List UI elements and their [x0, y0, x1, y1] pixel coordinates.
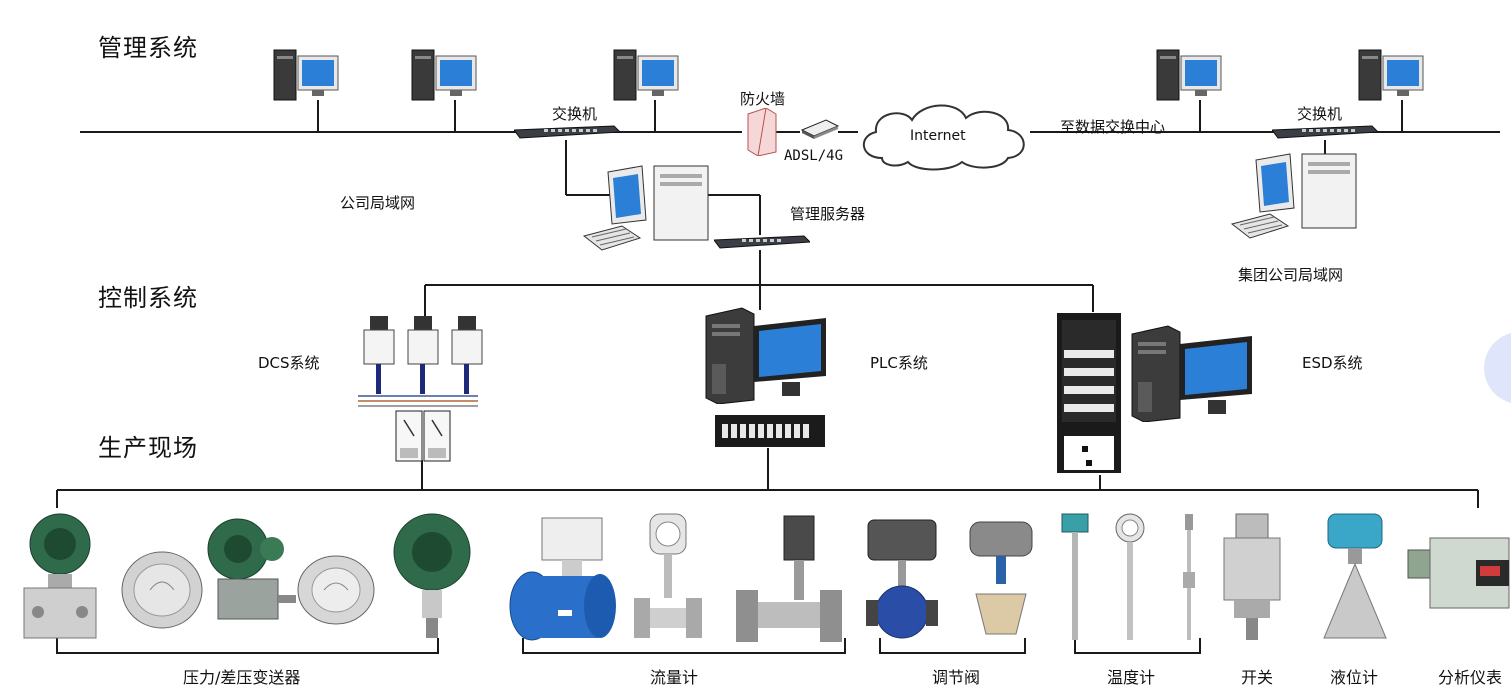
switch-right-label: 交换机	[1297, 105, 1343, 123]
office-pc-icon	[410, 48, 480, 104]
category-flow-label: 流量计	[650, 668, 699, 687]
plc-io-rack-icon	[714, 414, 826, 448]
office-pc-icon	[1357, 48, 1427, 104]
switch-left-label: 交换机	[552, 105, 598, 123]
adsl-label: ADSL/4G	[784, 148, 844, 164]
esd-workstation-icon	[1128, 322, 1258, 422]
category-temperature-label: 温度计	[1107, 668, 1156, 687]
section-title-management: 管理系统	[98, 34, 198, 62]
electromagnetic-flowmeter-icon	[508, 514, 618, 642]
thermocouple-icon	[1178, 512, 1200, 642]
diaphragm-seal-icon	[296, 552, 376, 626]
dcs-io-module-icon	[395, 410, 451, 462]
vortex-flowmeter-icon	[734, 514, 846, 644]
vortex-flowmeter-icon	[630, 512, 706, 640]
network-switch-icon	[514, 124, 620, 142]
server-switch-icon	[714, 234, 810, 252]
pressure-transmitter-icon	[384, 512, 480, 642]
office-pc-icon	[272, 48, 342, 104]
plc-workstation-icon	[702, 304, 832, 404]
pressure-transmitter-icon	[14, 512, 106, 642]
firewall-label: 防火墙	[740, 90, 786, 108]
management-server-icon	[582, 164, 712, 256]
internet-label: Internet	[910, 128, 966, 144]
category-analyzer-label: 分析仪表	[1438, 668, 1503, 687]
dcs-controller-icon	[362, 316, 488, 396]
temperature-transmitter-icon	[1060, 512, 1090, 642]
firewall-icon	[744, 108, 780, 156]
office-pc-icon	[612, 48, 682, 104]
differential-pressure-transmitter-icon	[200, 515, 296, 627]
network-switch-icon	[1272, 124, 1378, 142]
group-lan-label: 集团公司局域网	[1238, 266, 1344, 284]
temperature-transmitter-icon	[1112, 512, 1148, 642]
section-title-control: 控制系统	[98, 284, 198, 312]
modem-icon	[800, 118, 840, 140]
section-title-field: 生产现场	[98, 434, 198, 462]
analyzer-icon	[1406, 532, 1511, 612]
category-level-label: 液位计	[1330, 668, 1379, 687]
category-pressure-label: 压力/差压变送器	[183, 668, 301, 687]
esd-label: ESD系统	[1302, 354, 1363, 372]
mgmt-server-label: 管理服务器	[790, 205, 866, 223]
internet-cloud-icon	[852, 98, 1034, 174]
company-lan-label: 公司局域网	[340, 194, 416, 212]
pressure-switch-icon	[1220, 512, 1284, 642]
esd-cabinet-icon	[1056, 312, 1124, 476]
radar-level-meter-icon	[1320, 512, 1390, 642]
exchange-center-label: 至数据交换中心	[1060, 118, 1166, 136]
side-bubble-icon	[1480, 330, 1511, 410]
plc-label: PLC系统	[870, 354, 928, 372]
group-workstation-icon	[1230, 152, 1360, 244]
category-switch-label: 开关	[1241, 668, 1274, 687]
control-valve-icon	[862, 516, 942, 642]
office-pc-icon	[1155, 48, 1225, 104]
dcs-label: DCS系统	[258, 354, 320, 372]
control-valve-icon	[966, 514, 1036, 642]
category-valve-label: 调节阀	[932, 668, 981, 687]
diaphragm-seal-icon	[120, 550, 204, 630]
